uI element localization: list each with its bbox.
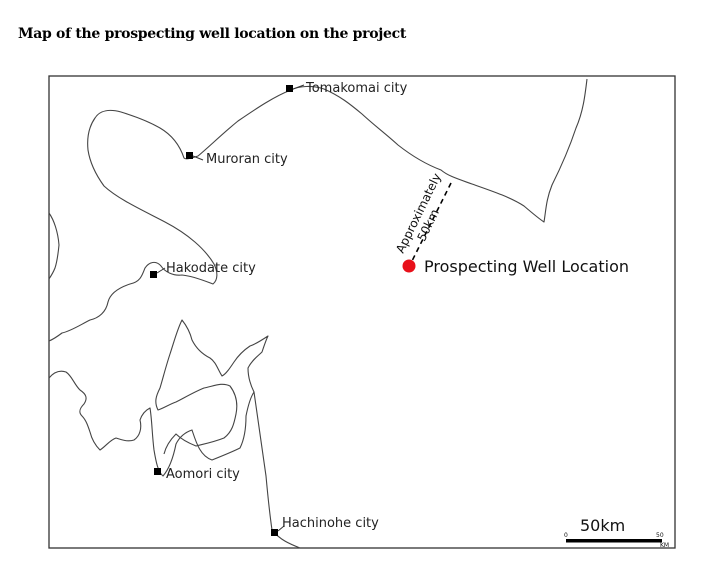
city-label-aomori: Aomori city (166, 467, 240, 482)
leader-line (292, 84, 305, 90)
city-marker-icon (154, 468, 161, 475)
scale-bar-end: 50 (656, 532, 664, 539)
city-muroran[interactable]: Muroran city (186, 152, 288, 167)
distance-line (409, 182, 452, 266)
map-title: Map of the prospecting well location on … (18, 26, 407, 42)
city-label-hakodate: Hakodate city (166, 261, 256, 276)
city-marker-icon (186, 152, 193, 159)
hokkaido-west-coast (48, 212, 60, 280)
leader-line (192, 155, 204, 161)
scale-bar-unit: KM (660, 542, 669, 549)
prospecting-well-label: Prospecting Well Location (424, 257, 629, 276)
hokkaido-coastline (48, 78, 588, 342)
prospecting-well-marker[interactable] (402, 259, 416, 273)
leader-line (277, 525, 285, 532)
city-label-tomakomai: Tomakomai city (305, 81, 408, 96)
scale-bar-rule (566, 539, 662, 543)
leader-line (156, 267, 166, 274)
scale-bar-start: 0 (564, 532, 568, 539)
city-marker-icon (271, 529, 278, 536)
city-tomakomai[interactable]: Tomakomai city (286, 81, 408, 96)
distance-label: Approximately 50km (393, 171, 444, 255)
scale-bar-label: 50km (580, 516, 625, 535)
city-marker-icon (150, 271, 157, 278)
honshu-coastline (48, 319, 301, 549)
city-hakodate[interactable]: Hakodate city (150, 261, 256, 278)
city-hachinohe[interactable]: Hachinohe city (271, 516, 379, 536)
map-frame (48, 75, 676, 549)
city-aomori[interactable]: Aomori city (154, 467, 240, 482)
city-marker-icon (286, 85, 293, 92)
city-label-hachinohe: Hachinohe city (282, 516, 379, 531)
city-label-muroran: Muroran city (206, 152, 288, 167)
scale-bar: 50km 0 50 KM (564, 516, 669, 549)
